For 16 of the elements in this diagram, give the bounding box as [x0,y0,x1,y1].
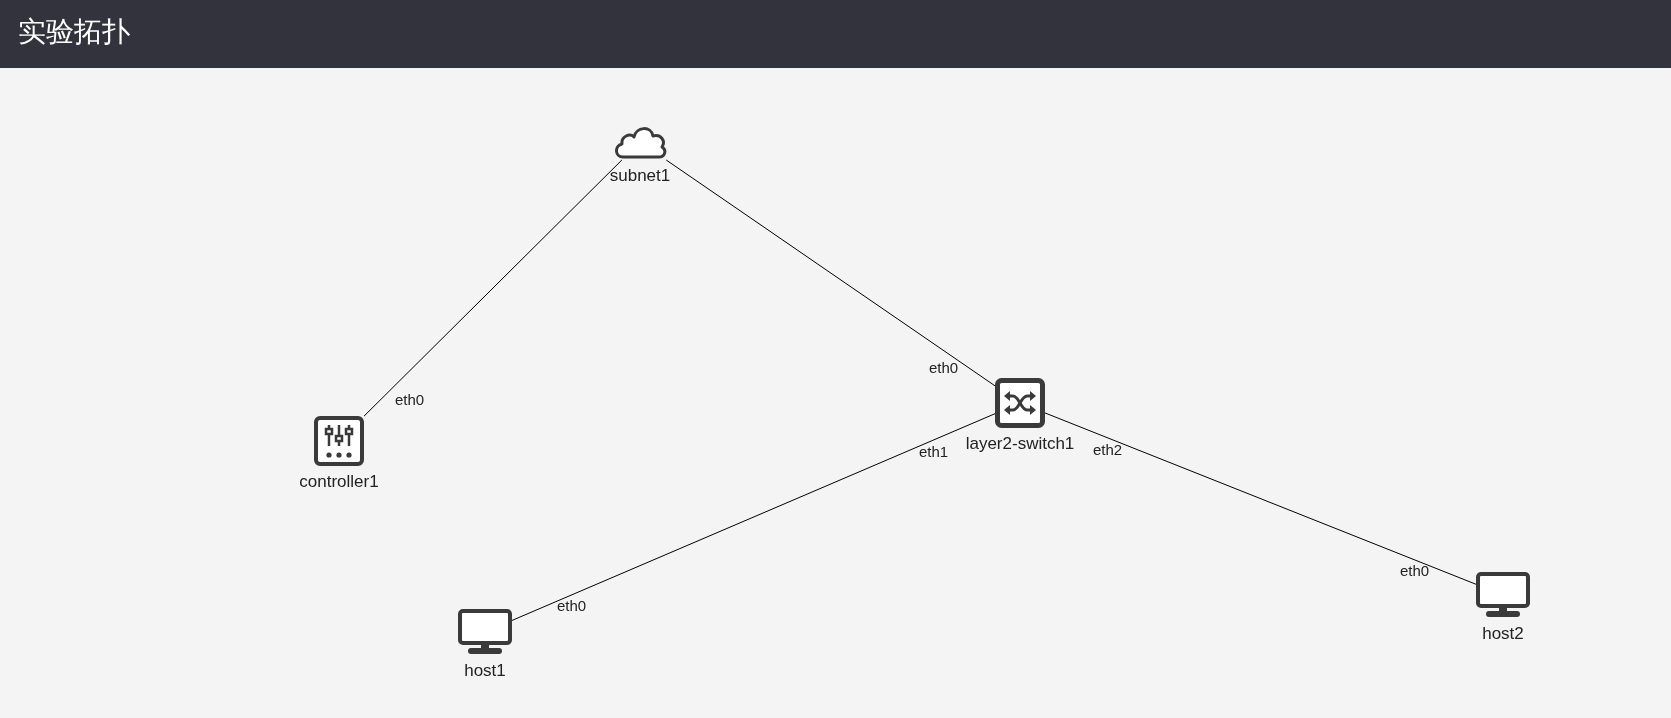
link-line [1044,412,1477,585]
link-line [511,413,996,621]
port-label: eth0 [395,391,425,409]
node-label: layer2-switch1 [965,434,1075,454]
link-line [665,159,996,387]
port-label: eth1 [919,443,949,461]
page-title: 实验拓扑 [18,15,130,49]
node-label: host2 [1482,624,1524,644]
port-label: eth0 [1400,562,1430,580]
link-line [363,159,623,417]
node-label: subnet1 [609,166,671,186]
node-label: controller1 [299,472,379,492]
port-label: eth0 [929,359,959,377]
port-label: eth2 [1093,441,1123,459]
node-label: host1 [464,661,506,681]
port-label: eth0 [557,597,587,615]
